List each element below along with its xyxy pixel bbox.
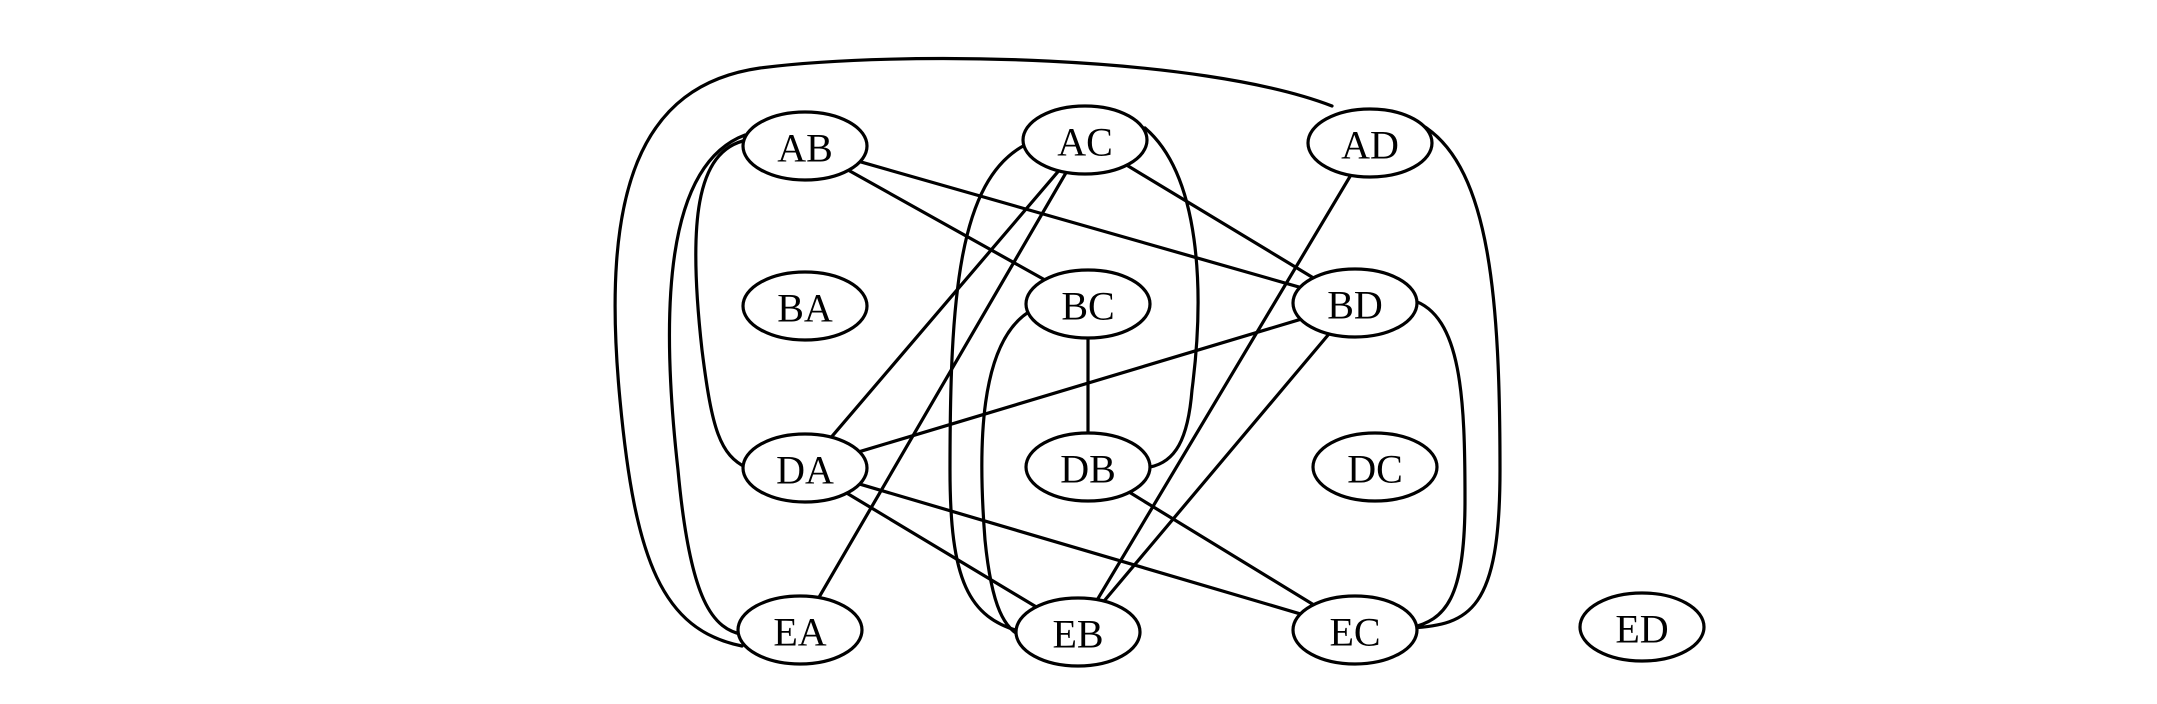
edge-ad-ec: [1408, 125, 1502, 630]
node-label: BD: [1327, 283, 1383, 328]
node-ab: AB: [741, 110, 869, 182]
node-ba: BA: [741, 270, 869, 342]
node-ellipse: [741, 110, 869, 182]
edge-ab-ea: [667, 133, 747, 637]
edge-db-ec: [1127, 490, 1316, 607]
edge-ac-eb: [948, 143, 1027, 634]
node-label: DC: [1347, 447, 1403, 492]
node-db: DB: [1024, 431, 1152, 503]
node-label: AD: [1341, 123, 1399, 168]
node-ea: EA: [736, 594, 864, 666]
edge-da-eb: [845, 491, 1038, 609]
node-ellipse: [1306, 107, 1434, 179]
node-label: EC: [1329, 610, 1380, 655]
node-label: BC: [1061, 284, 1114, 329]
node-ellipse: [736, 594, 864, 666]
node-bd: BD: [1291, 267, 1419, 339]
node-label: AC: [1057, 120, 1113, 165]
edges-layer: [613, 56, 1502, 648]
node-ellipse: [1311, 431, 1439, 503]
edge-bd-ec: [1408, 298, 1467, 630]
node-label: DB: [1060, 447, 1116, 492]
node-ellipse: [741, 270, 869, 342]
node-label: EA: [773, 610, 826, 655]
node-da: DA: [741, 432, 869, 504]
edge-ac-da: [829, 169, 1061, 439]
edge-ab-da: [694, 138, 749, 470]
node-ellipse: [1014, 596, 1142, 668]
edge-bc-eb: [980, 308, 1034, 639]
node-ellipse: [1578, 591, 1706, 663]
node-label: DA: [776, 448, 834, 493]
nodes-layer: AB AC AD BA BC BD DA DB DC EA EB EC ED: [736, 104, 1706, 668]
node-dc: DC: [1311, 431, 1439, 503]
node-bc: BC: [1024, 268, 1152, 340]
edge-bd-eb: [1102, 332, 1331, 603]
node-label: ED: [1615, 607, 1668, 652]
node-ad: AD: [1306, 107, 1434, 179]
edge-ad-ea: [613, 56, 1334, 648]
edge-bd-da: [857, 317, 1303, 454]
node-ed: ED: [1578, 591, 1706, 663]
node-eb: EB: [1014, 596, 1142, 668]
node-ac: AC: [1021, 104, 1149, 176]
node-label: EB: [1052, 612, 1103, 657]
node-ellipse: [1021, 104, 1149, 176]
edge-ac-ea: [817, 170, 1068, 600]
edge-ab-bd: [858, 160, 1302, 289]
node-label: AB: [777, 126, 833, 171]
edge-ac-db: [1143, 126, 1200, 469]
node-ellipse: [1024, 268, 1152, 340]
node-ellipse: [1024, 431, 1152, 503]
edge-ad-eb: [1095, 173, 1353, 602]
edge-ac-bd: [1125, 163, 1315, 280]
node-ellipse: [741, 432, 869, 504]
node-ellipse: [1291, 594, 1419, 666]
node-label: BA: [777, 286, 833, 331]
edge-da-ec: [858, 482, 1302, 616]
edge-ab-bc: [846, 168, 1047, 282]
node-ellipse: [1291, 267, 1419, 339]
node-ec: EC: [1291, 594, 1419, 666]
